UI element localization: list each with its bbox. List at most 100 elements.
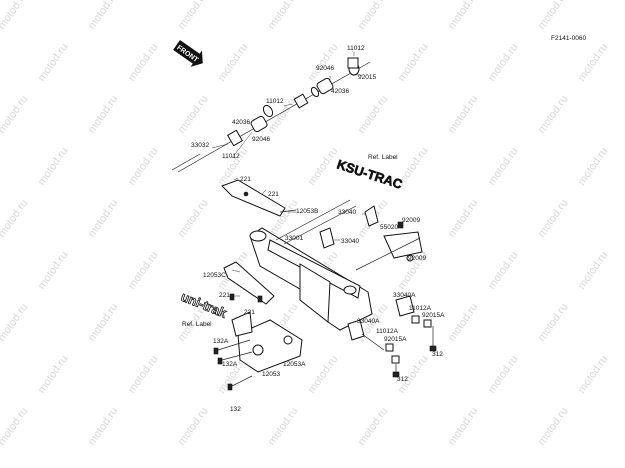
watermark-text: motod.ru bbox=[486, 145, 521, 187]
svg-text:KSU-TRAC: KSU-TRAC bbox=[335, 157, 405, 192]
watermark-text: motod.ru bbox=[396, 353, 431, 395]
watermark-text: motod.ru bbox=[446, 405, 481, 447]
watermark-text: motod.ru bbox=[176, 0, 211, 32]
chain-guide-12053b bbox=[221, 179, 297, 217]
watermark-text: motod.ru bbox=[356, 93, 391, 135]
watermark-text: motod.ru bbox=[536, 405, 571, 447]
watermark-text: motod.ru bbox=[86, 93, 121, 135]
watermark-text: motod.ru bbox=[446, 301, 481, 343]
collar-11012 bbox=[226, 129, 244, 147]
watermark-text: motod.ru bbox=[266, 405, 301, 447]
chain-guide-12053c bbox=[223, 261, 275, 305]
watermark-text: motod.ru bbox=[576, 145, 611, 187]
watermark-text: motod.ru bbox=[446, 0, 481, 32]
swingarm-33001 bbox=[249, 199, 373, 331]
label-11012: 11012 bbox=[347, 45, 365, 52]
watermark-text: motod.ru bbox=[536, 0, 571, 32]
watermark-text: motod.ru bbox=[216, 41, 251, 83]
label-55020: 55020 bbox=[380, 224, 398, 231]
watermark-text: motod.ru bbox=[176, 93, 211, 135]
watermark-text: motod.ru bbox=[0, 93, 30, 135]
watermark-text: motod.ru bbox=[306, 41, 341, 83]
label-221-a: 221 bbox=[240, 176, 251, 183]
label-11012a: 11012A bbox=[409, 305, 432, 312]
nut-92009 bbox=[397, 221, 404, 229]
diagram-code: F2141-0060 bbox=[551, 35, 586, 42]
watermark-text: motod.ru bbox=[0, 301, 30, 343]
label-33032: 33032 bbox=[191, 142, 209, 149]
front-arrow-badge: FRONT bbox=[173, 40, 203, 67]
label-33040a: 33040A bbox=[393, 292, 416, 299]
label-132a: 132A bbox=[213, 338, 229, 345]
bushing-42036 bbox=[250, 115, 268, 133]
leader-lines bbox=[211, 52, 365, 297]
watermark-text: motod.ru bbox=[306, 353, 341, 395]
label-312-a: 312 bbox=[432, 351, 443, 358]
watermark-text: motod.ru bbox=[36, 353, 71, 395]
watermark-text: motod.ru bbox=[86, 405, 121, 447]
label-132a-b: 132A bbox=[222, 361, 238, 368]
watermark-text: motod.ru bbox=[576, 249, 611, 291]
watermark-text: motod.ru bbox=[86, 197, 121, 239]
label-42036: 42036 bbox=[331, 88, 349, 95]
label-221-d: 221 bbox=[244, 309, 255, 316]
label-11012-c: 11012 bbox=[222, 153, 240, 160]
cap-33040 bbox=[364, 205, 379, 227]
watermark-text: motod.ru bbox=[356, 0, 391, 32]
label-33040: 33040 bbox=[338, 209, 356, 216]
collar-11012-top bbox=[347, 57, 359, 69]
label-42036-b: 42036 bbox=[232, 119, 250, 126]
watermark-text: motod.ru bbox=[396, 41, 431, 83]
watermark-text: motod.ru bbox=[126, 353, 161, 395]
watermark-text: motod.ru bbox=[446, 93, 481, 135]
label-33040a-b: 33040A bbox=[357, 318, 380, 325]
label-12053b: 12053B bbox=[296, 208, 318, 215]
collar-11012-b bbox=[293, 93, 309, 109]
label-11012-b: 11012 bbox=[266, 98, 284, 105]
label-92009-b: 92009 bbox=[408, 255, 426, 262]
watermark-text: motod.ru bbox=[486, 249, 521, 291]
label-11012a-b: 11012A bbox=[376, 328, 399, 335]
watermark-text: motod.ru bbox=[486, 41, 521, 83]
watermark-text: motod.ru bbox=[536, 301, 571, 343]
watermark-text: motod.ru bbox=[536, 197, 571, 239]
watermark-text: motod.ru bbox=[266, 0, 301, 32]
watermark-text: motod.ru bbox=[176, 197, 211, 239]
label-12053a: 12053A bbox=[283, 361, 306, 368]
part-labels: 11012 92015 92046 42036 11012 42036 9204… bbox=[182, 45, 445, 413]
watermark-text: motod.ru bbox=[126, 41, 161, 83]
cap-33040a bbox=[395, 295, 415, 317]
watermark-text: motod.ru bbox=[36, 249, 71, 291]
watermark-text: motod.ru bbox=[576, 41, 611, 83]
watermark-text: motod.ru bbox=[126, 249, 161, 291]
watermark-text: motod.ru bbox=[0, 197, 30, 239]
label-92015a: 92015A bbox=[422, 312, 445, 319]
label-92015: 92015 bbox=[358, 74, 376, 81]
seal-92046 bbox=[262, 104, 274, 118]
watermark-text: motod.ru bbox=[486, 353, 521, 395]
bushing-42036-b bbox=[316, 77, 334, 95]
pivot-shaft-assembly bbox=[171, 57, 371, 173]
ref-label-logo-top: KSU-TRAC bbox=[335, 156, 405, 192]
label-33040-b: 33040 bbox=[341, 238, 359, 245]
watermark-text: motod.ru bbox=[306, 145, 341, 187]
chain-tensioner-12053 bbox=[213, 311, 303, 391]
label-12053c: 12053C bbox=[203, 272, 226, 279]
watermark-text: motod.ru bbox=[576, 353, 611, 395]
label-132: 132 bbox=[230, 406, 241, 413]
watermark-text: motod.ru bbox=[356, 405, 391, 447]
lower-right-parts bbox=[347, 295, 437, 378]
cap-33040-b bbox=[319, 227, 335, 249]
watermark-text: motod.ru bbox=[126, 145, 161, 187]
watermark-text: motod.ru bbox=[176, 405, 211, 447]
watermark-text: motod.ru bbox=[536, 93, 571, 135]
label-221-c: 221 bbox=[219, 292, 230, 299]
cap-33040a-b bbox=[347, 319, 365, 341]
label-92046-b: 92046 bbox=[252, 136, 270, 143]
label-312-b: 312 bbox=[397, 376, 408, 383]
watermark-text: motod.ru bbox=[446, 197, 481, 239]
watermark-text: motod.ru bbox=[0, 405, 30, 447]
watermark-text: motod.ru bbox=[36, 41, 71, 83]
